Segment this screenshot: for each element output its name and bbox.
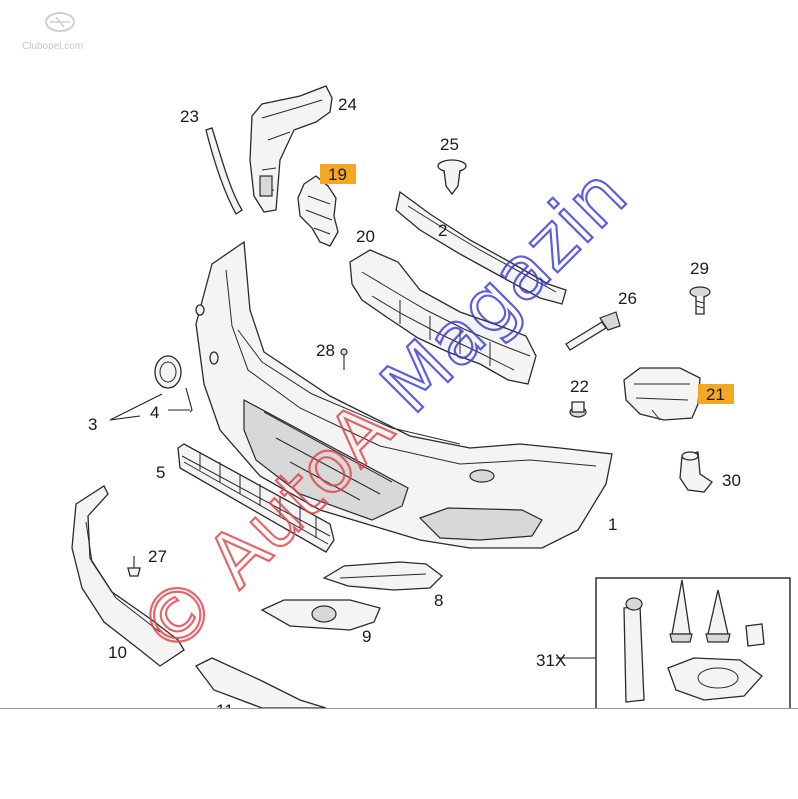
part-4-clip	[185, 387, 193, 413]
callout-9: 9	[362, 627, 371, 646]
part-5-grille	[177, 443, 335, 553]
part-9-bezel	[260, 599, 381, 631]
callout-21-highlight	[698, 384, 734, 404]
part-21-bracket	[623, 367, 701, 421]
part-28-pin	[340, 348, 348, 370]
callout-30: 30	[722, 471, 741, 490]
callout-25: 25	[440, 135, 459, 154]
callout-26: 26	[618, 289, 637, 308]
part-22-bolt	[569, 401, 587, 418]
part-29-screw	[689, 286, 711, 315]
image-bottom-margin	[0, 708, 798, 799]
callout-28: 28	[316, 341, 335, 360]
callout-27: 27	[148, 547, 167, 566]
kit-31x-box	[595, 577, 791, 719]
site-logo: Clubopel.com	[22, 12, 83, 52]
part-30-bracket	[679, 451, 713, 493]
watermark: © AutoA Magazin	[121, 150, 645, 674]
callout-24: 24	[338, 95, 357, 114]
part-27-rivet	[127, 556, 141, 577]
part-23-strip	[205, 127, 243, 215]
leader-lines	[109, 393, 596, 659]
part-25-clip	[437, 159, 467, 196]
callout-5: 5	[156, 463, 165, 482]
site-logo-text: Clubopel.com	[22, 41, 83, 52]
callout-8: 8	[434, 591, 443, 610]
part-2-strip	[395, 190, 567, 305]
callout-19: 19	[328, 165, 347, 184]
callout-20: 20	[356, 227, 375, 246]
part-26-pin	[565, 311, 621, 351]
callout-1: 1	[608, 515, 617, 534]
callout-4: 4	[150, 403, 159, 422]
callout-10: 10	[108, 643, 127, 662]
callout-21: 21	[706, 385, 725, 404]
callout-22: 22	[570, 377, 589, 396]
callout-23: 23	[180, 107, 199, 126]
callout-31x: 31X	[536, 651, 566, 670]
part-1-bumper-cover	[195, 240, 613, 549]
callout-2: 2	[438, 221, 447, 240]
part-8-bezel	[322, 561, 443, 591]
part-20-absorber	[349, 249, 537, 385]
callout-19-highlight	[320, 164, 356, 184]
part-19-bracket	[297, 175, 339, 247]
part-10-spoiler	[71, 485, 185, 667]
watermark-text: © AutoA Magazin	[122, 151, 643, 672]
part-24-bracket	[249, 85, 333, 213]
part-3-cap	[154, 355, 182, 389]
callout-29: 29	[690, 259, 709, 278]
part-11-strip	[195, 657, 327, 709]
callout-3: 3	[88, 415, 97, 434]
